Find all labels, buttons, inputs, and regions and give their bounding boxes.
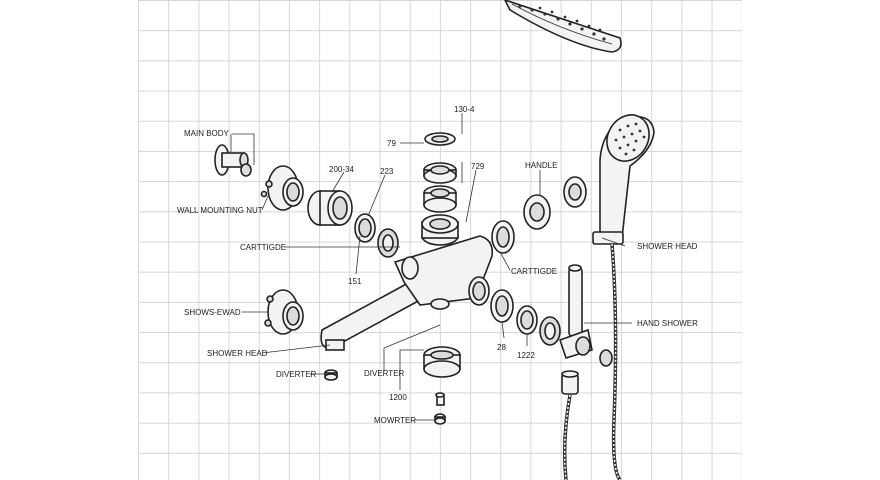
- wall-mounting-nut-upper: [260, 165, 304, 211]
- label-shower-head-left-upper: SHOWS-EWAD: [184, 308, 241, 317]
- label-shower-head-right: SHOWER HEAD: [637, 242, 698, 251]
- label-151: 151: [348, 277, 362, 286]
- sleeve-200-34: [307, 190, 353, 226]
- label-diverter-mid: DIVERTER: [364, 369, 405, 378]
- cartridge-stack: [423, 132, 457, 213]
- label-1222: 1222: [517, 351, 535, 360]
- label-handle: HANDLE: [525, 161, 557, 170]
- label-shower-head-left-lower: SHOWER HEAD: [207, 349, 268, 358]
- labels: MAIN BODY WALL MOUNTING NUT 200-34 223 7…: [177, 105, 698, 425]
- small-mowrter-parts: [434, 392, 446, 425]
- label-main-body: MAIN BODY: [184, 129, 230, 138]
- label-mowrter: MOWRTER: [374, 416, 416, 425]
- leader-lines: [230, 113, 632, 421]
- hand-shower-bracket: [558, 264, 613, 367]
- label-28: 28: [497, 343, 506, 352]
- label-diverter-left: DIVERTER: [276, 370, 317, 379]
- label-130-4: 130-4: [454, 105, 475, 114]
- label-wall-mounting-nut: WALL MOUNTING NUT: [177, 206, 263, 215]
- label-cartridge-left: CARTTIGDE: [240, 243, 286, 252]
- label-729: 729: [471, 162, 485, 171]
- label-1200: 1200: [389, 393, 407, 402]
- ring-729: [491, 220, 515, 254]
- label-cartridge-right: CARTTIGDE: [511, 267, 557, 276]
- label-200-34: 200-34: [329, 165, 354, 174]
- label-hand-shower: HAND SHOWER: [637, 319, 698, 328]
- main-body-part: [214, 144, 252, 177]
- rain-shower-head: [504, 0, 622, 53]
- faucet-body: [320, 214, 494, 351]
- hand-shower: [592, 114, 655, 245]
- label-223: 223: [380, 167, 394, 176]
- lower-rings: [490, 289, 561, 346]
- label-79: 79: [387, 139, 396, 148]
- diverter-ring: [423, 346, 461, 378]
- small-diverter-cap: [324, 369, 338, 381]
- shower-hose: [561, 243, 622, 480]
- handle-part: [523, 176, 587, 230]
- ring-223: [354, 213, 376, 243]
- ring-151: [377, 228, 399, 258]
- wall-mounting-nut-lower: [264, 289, 304, 335]
